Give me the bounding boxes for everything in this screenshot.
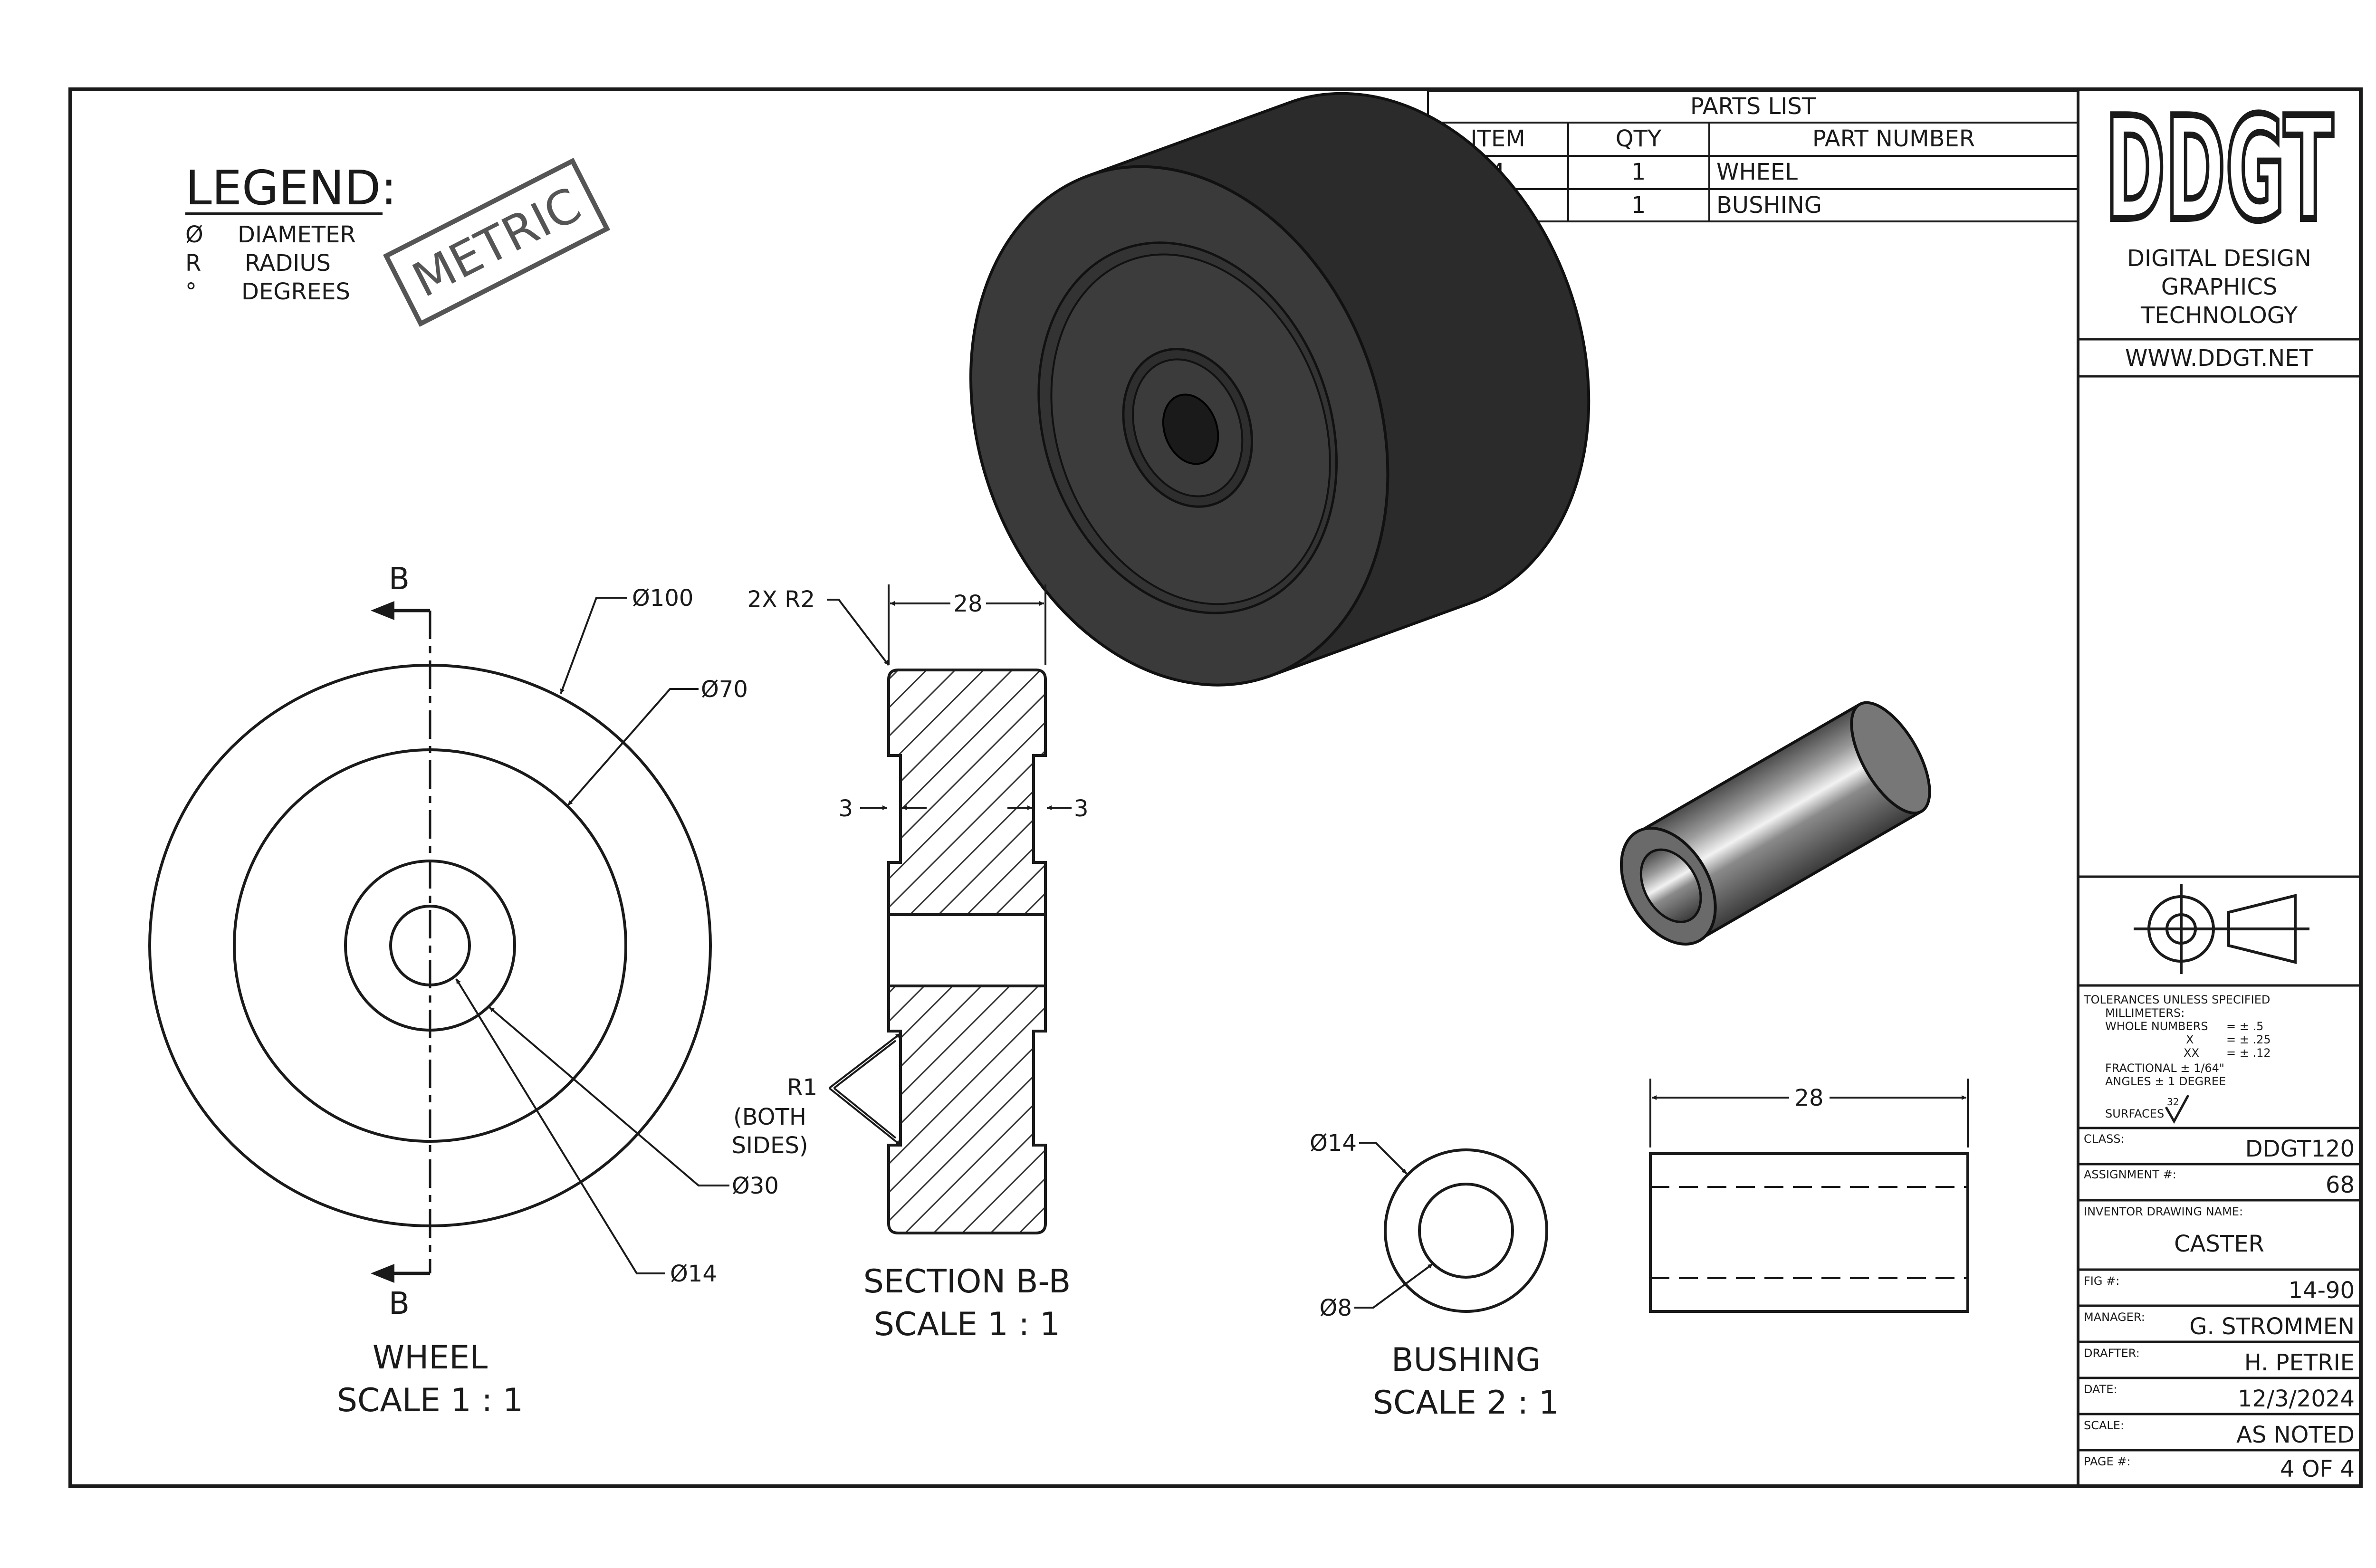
- org-name: GRAPHICS: [2161, 274, 2278, 300]
- section-marker-bottom: B: [389, 1286, 410, 1321]
- table-cell: BUSHING: [1716, 192, 1822, 219]
- dim-diameter-14: Ø14: [670, 1261, 717, 1287]
- legend-title: LEGEND:: [185, 160, 397, 216]
- column-header: ITEM: [1470, 125, 1525, 152]
- scale-value: AS NOTED: [2236, 1422, 2355, 1448]
- drawing-name-label: INVENTOR DRAWING NAME:: [2084, 1205, 2243, 1218]
- fillet-note: 2X R2: [747, 586, 815, 613]
- ddgt-logo: DDGT: [2105, 86, 2334, 252]
- scale-label: SCALE:: [2084, 1419, 2124, 1432]
- parts-list: PARTS LIST ITEM QTY PART NUMBER 4 1 WHEE…: [1427, 90, 2079, 222]
- legend-symbol: Ø: [185, 221, 203, 248]
- assignment-value: 68: [2326, 1172, 2355, 1198]
- bushing-side-view: [1649, 1079, 1969, 1313]
- date-value: 12/3/2024: [2238, 1386, 2355, 1412]
- view-scale: SCALE 2 : 1: [1373, 1384, 1559, 1422]
- parts-list-title: PARTS LIST: [1690, 93, 1816, 120]
- view-title: WHEEL: [373, 1339, 488, 1377]
- website-link[interactable]: WWW.DDGT.NET: [2125, 345, 2314, 372]
- view-scale: SCALE 1 : 1: [874, 1306, 1060, 1343]
- legend-meaning: DEGREES: [241, 278, 350, 305]
- tolerance-label: X: [2186, 1033, 2194, 1046]
- tolerance-angles: ANGLES ± 1 DEGREE: [2105, 1075, 2226, 1088]
- dim-bushing-inner: Ø8: [1320, 1295, 1352, 1321]
- fig-label: FIG #:: [2084, 1274, 2119, 1288]
- tolerance-units: MILLIMETERS:: [2105, 1006, 2184, 1020]
- tolerance-title: TOLERANCES UNLESS SPECIFIED: [2083, 993, 2270, 1006]
- fig-value: 14-90: [2289, 1277, 2355, 1304]
- view-title: BUSHING: [1391, 1341, 1541, 1379]
- dim-diameter-100: Ø100: [632, 585, 693, 612]
- date-label: DATE:: [2084, 1383, 2117, 1396]
- tolerance-value: = ± .25: [2226, 1033, 2271, 1046]
- r1-note: (BOTH: [733, 1104, 806, 1130]
- dim-groove-right: 3: [1074, 795, 1089, 822]
- section-view: [827, 584, 1072, 1234]
- manager-label: MANAGER:: [2084, 1310, 2145, 1324]
- drafter-label: DRAFTER:: [2084, 1347, 2140, 1360]
- surface-finish-icon: [2165, 1094, 2190, 1124]
- bushing-end-view: [1354, 1142, 1548, 1313]
- tolerance-value: = ± .5: [2226, 1020, 2263, 1033]
- surfaces-label: SURFACES: [2105, 1107, 2164, 1120]
- dim-diameter-30: Ø30: [732, 1173, 779, 1199]
- tolerance-label: XX: [2184, 1046, 2199, 1060]
- dim-bushing-length: 28: [1794, 1085, 1823, 1111]
- wheel-front-view: [148, 597, 729, 1283]
- dim-groove-left: 3: [838, 795, 853, 822]
- svg-text:METRIC: METRIC: [404, 177, 590, 308]
- legend-symbol: °: [185, 278, 197, 305]
- legend-meaning: RADIUS: [245, 250, 331, 277]
- table-cell: WHEEL: [1716, 159, 1798, 185]
- dim-bushing-outer: Ø14: [1310, 1130, 1357, 1157]
- legend-symbol: R: [185, 250, 201, 277]
- r1-note: SIDES): [731, 1132, 808, 1159]
- tolerance-value: = ± .12: [2226, 1046, 2271, 1060]
- class-label: CLASS:: [2084, 1132, 2125, 1146]
- view-scale: SCALE 1 : 1: [337, 1382, 523, 1419]
- legend: LEGEND: Ø DIAMETER R RADIUS ° DEGREES ME…: [185, 158, 611, 327]
- bushing-isometric-view: [1619, 701, 1931, 946]
- page-value: 4 OF 4: [2280, 1456, 2355, 1482]
- view-title: SECTION B-B: [863, 1263, 1071, 1300]
- dim-width-28: 28: [953, 591, 982, 617]
- wheel-isometric-view: [969, 92, 1590, 687]
- third-angle-projection-icon: [2134, 884, 2309, 974]
- dim-diameter-70: Ø70: [701, 676, 748, 703]
- metric-stamp: METRIC: [383, 158, 611, 327]
- title-block: DDGT DIGITAL DESIGN GRAPHICS TECHNOLOGY …: [2077, 83, 2361, 1486]
- column-header: QTY: [1616, 125, 1662, 152]
- surface-finish-value: 32: [2167, 1096, 2179, 1108]
- section-marker-top: B: [389, 562, 410, 597]
- assignment-label: ASSIGNMENT #:: [2084, 1168, 2176, 1181]
- table-cell: 1: [1631, 159, 1646, 185]
- tolerance-fractional: FRACTIONAL ± 1/64": [2105, 1061, 2224, 1075]
- legend-meaning: DIAMETER: [238, 221, 356, 248]
- class-value: DDGT120: [2245, 1136, 2355, 1162]
- table-cell: 1: [1631, 192, 1646, 219]
- page-label: PAGE #:: [2084, 1455, 2131, 1468]
- r1-note: R1: [787, 1074, 817, 1101]
- column-header: PART NUMBER: [1812, 125, 1975, 152]
- drafter-value: H. PETRIE: [2244, 1349, 2355, 1376]
- org-name: DIGITAL DESIGN: [2127, 245, 2311, 272]
- tolerance-label: WHOLE NUMBERS: [2105, 1020, 2208, 1033]
- org-name: TECHNOLOGY: [2140, 302, 2298, 329]
- sheet-border: [68, 87, 2363, 1488]
- drawing-name-value: CASTER: [2174, 1231, 2264, 1257]
- manager-value: G. STROMMEN: [2189, 1313, 2355, 1340]
